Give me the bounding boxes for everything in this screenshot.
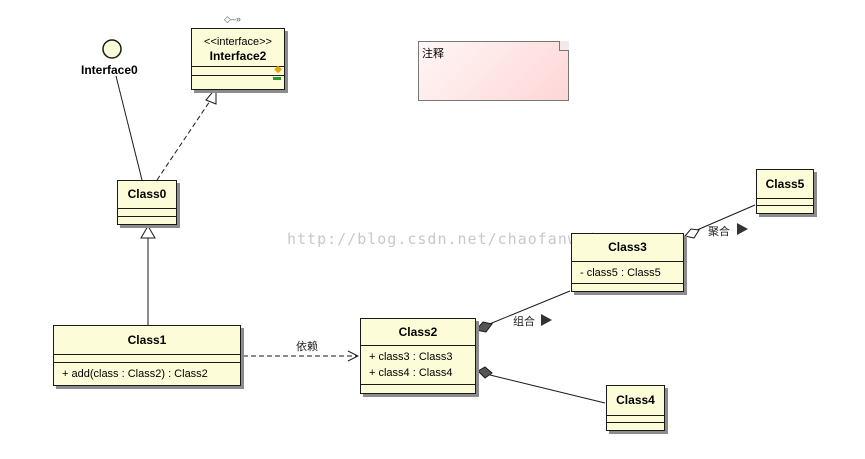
class0-name: Class0 [118,181,176,209]
composition-diamond-class4 [477,366,493,379]
aggregation-diamond [684,228,700,239]
class2-operations [361,385,475,393]
class2-attribute: + class4 : Class4 [369,367,453,379]
class3-attributes: - class5 : Class5 [572,262,683,284]
class0-box[interactable]: Class0 [117,180,177,225]
interface2-attributes [192,67,284,76]
underline-marker-icon [273,77,281,80]
aggregation-direction-icon [737,223,748,235]
class3-attribute: - class5 : Class5 [580,267,661,279]
class5-box[interactable]: Class5 [756,169,814,214]
class0-operations [118,217,176,224]
class5-operations [757,206,813,213]
class5-name: Class5 [757,170,813,199]
class2-name: Class2 [361,319,475,346]
interface2-header: <<interface>> Interface2 [192,29,284,67]
note[interactable]: 注释 [418,41,569,101]
class1-operations: + add(class : Class2) : Class2 [54,363,240,385]
class0-attributes [118,209,176,217]
interface-link-icon: ◇–» [224,14,241,24]
composition-diamond-class3 [475,321,493,333]
interface2-realization-line [156,97,213,181]
class3-box[interactable]: Class3 - class5 : Class5 [571,233,684,292]
diamond-marker-icon: ◆ [274,64,282,75]
composition-line-class4 [489,374,606,404]
class4-operations [607,423,664,430]
composition-direction-icon [541,314,552,326]
note-fold-corner [559,41,569,51]
interface0-circle[interactable] [102,39,122,59]
class1-operation: + add(class : Class2) : Class2 [62,368,208,380]
class4-attributes [607,416,664,423]
aggregation-line [696,204,756,231]
class4-name: Class4 [607,386,664,416]
class1-attributes [54,355,240,363]
interface2-operations: ◆ [192,64,284,87]
composition-label: 组合 [513,315,535,328]
interface2-stereotype: <<interface>> [204,36,272,48]
class2-attributes: + class3 : Class3 + class4 : Class4 [361,346,475,385]
realization-arrowhead [205,86,217,105]
interface0-realization-line [115,75,143,181]
composition-line-class3 [486,290,571,326]
class3-name: Class3 [572,234,683,262]
class2-attribute: + class3 : Class3 [369,351,453,363]
class1-box[interactable]: Class1 + add(class : Class2) : Class2 [53,325,241,386]
class5-attributes [757,199,813,206]
interface2-box[interactable]: <<interface>> Interface2 ◆ [191,28,285,90]
interface0-label: Interface0 [81,63,138,77]
generalization-arrowhead [140,225,156,239]
note-text: 注释 [422,47,444,60]
aggregation-label: 聚合 [708,225,730,238]
class4-box[interactable]: Class4 [606,385,665,431]
dependency-label: 依赖 [296,340,318,353]
interface2-name: Interface2 [209,49,267,63]
class3-operations [572,284,683,291]
class1-name: Class1 [54,326,240,355]
class2-box[interactable]: Class2 + class3 : Class3 + class4 : Clas… [360,318,476,394]
